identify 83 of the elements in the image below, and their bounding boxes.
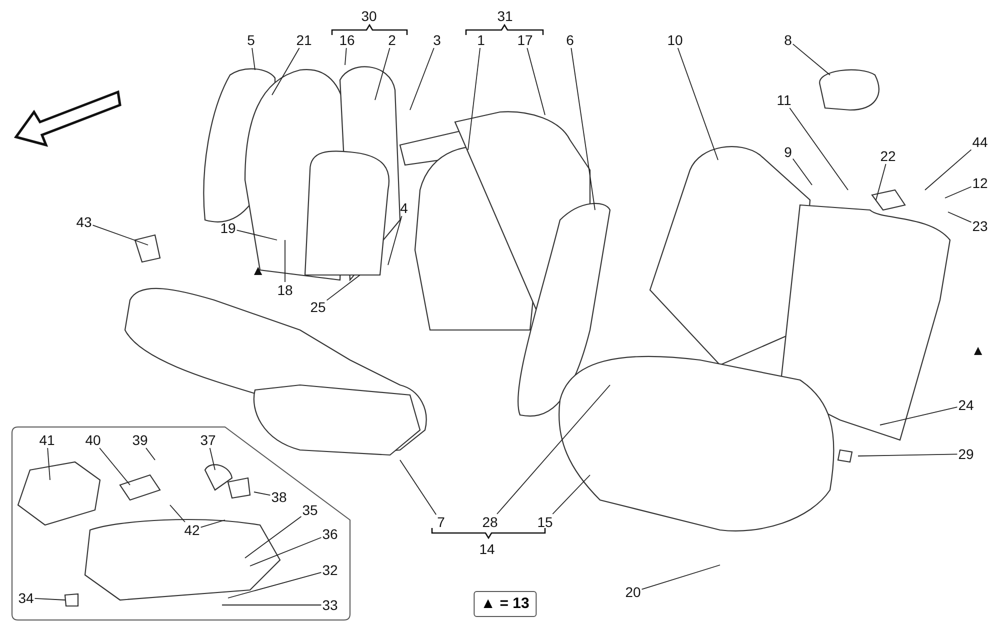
leader-line <box>948 212 972 223</box>
leader-line <box>496 384 610 514</box>
callout-number: 34 <box>17 590 35 606</box>
leader-line <box>344 48 347 66</box>
leader-line <box>641 564 720 590</box>
callout-number: 42 <box>183 522 201 538</box>
leader-line <box>92 224 148 246</box>
leader-line <box>254 492 271 496</box>
callout-number: 32 <box>321 562 339 578</box>
leader-line <box>552 474 590 514</box>
leader-line <box>200 520 226 528</box>
leader-line <box>789 108 848 190</box>
callout-label: ▲ <box>250 262 266 278</box>
callout-number: 21 <box>295 32 313 48</box>
callout-number: 39 <box>131 432 149 448</box>
callout-number: 41 <box>38 432 56 448</box>
callout-number: 4 <box>399 200 409 216</box>
leader-line <box>272 48 300 96</box>
callout-number: 7 <box>436 514 446 530</box>
leader-line <box>34 598 66 600</box>
leader-line <box>677 48 718 160</box>
callout-number: 28 <box>481 514 499 530</box>
callout-number: 15 <box>536 514 554 530</box>
callout-number: 10 <box>666 32 684 48</box>
callout-number: 18 <box>276 282 294 298</box>
leader-line <box>570 48 596 210</box>
leader-line <box>250 537 322 566</box>
leader-line <box>792 158 812 186</box>
callout-label: 31 <box>496 8 514 24</box>
callout-number: 9 <box>783 144 793 160</box>
callout-number: 19 <box>219 220 237 236</box>
leader-line <box>228 572 322 598</box>
leader-line <box>876 164 886 200</box>
callout-number: 25 <box>309 299 327 315</box>
callout-number: 29 <box>957 446 975 462</box>
leader-line <box>400 460 437 516</box>
leader-line <box>388 216 402 266</box>
callout-number: 17 <box>516 32 534 48</box>
leader-line <box>858 454 958 456</box>
callout-number: 1 <box>476 32 486 48</box>
callout-number: 23 <box>971 218 989 234</box>
leader-line <box>146 448 156 460</box>
callout-number: 2 <box>387 32 397 48</box>
leader-line <box>374 48 390 100</box>
leader-line <box>792 44 830 76</box>
callout-label: ▲ <box>970 342 986 358</box>
legend-key-box: ▲ = 13 <box>474 591 536 617</box>
leader-line <box>222 604 322 606</box>
callout-number: 35 <box>301 502 319 518</box>
callout-number: 6 <box>565 32 575 48</box>
leader-line <box>170 504 186 522</box>
callout-label: 30 <box>360 8 378 24</box>
callout-number: 38 <box>270 489 288 505</box>
leader-line <box>244 516 302 558</box>
callout-number: 43 <box>75 214 93 230</box>
leader-line <box>326 274 360 301</box>
leader-line <box>410 48 434 110</box>
leader-line <box>209 448 216 470</box>
leader-line <box>944 186 972 198</box>
callout-number: 37 <box>199 432 217 448</box>
leader-line <box>252 48 256 70</box>
leader-line <box>526 48 546 116</box>
callout-number: 33 <box>321 597 339 613</box>
callout-number: 22 <box>879 148 897 164</box>
callout-number: 8 <box>783 32 793 48</box>
callout-number: 5 <box>246 32 256 48</box>
leader-line <box>284 240 286 282</box>
leader-line <box>47 448 50 480</box>
callout-number: 16 <box>338 32 356 48</box>
leader-line <box>236 230 278 240</box>
callout-number: 36 <box>321 526 339 542</box>
leader-line <box>880 406 958 426</box>
callout-number: 20 <box>624 584 642 600</box>
leader-line <box>924 149 972 190</box>
callout-number: 40 <box>84 432 102 448</box>
callout-label: 14 <box>478 541 496 557</box>
callout-number: 12 <box>971 175 989 191</box>
leader-line <box>99 448 130 486</box>
callout-number: 44 <box>971 134 989 150</box>
callout-number: 11 <box>776 92 792 108</box>
callout-number: 3 <box>432 32 442 48</box>
leader-line <box>468 48 480 150</box>
callout-number: 24 <box>957 397 975 413</box>
